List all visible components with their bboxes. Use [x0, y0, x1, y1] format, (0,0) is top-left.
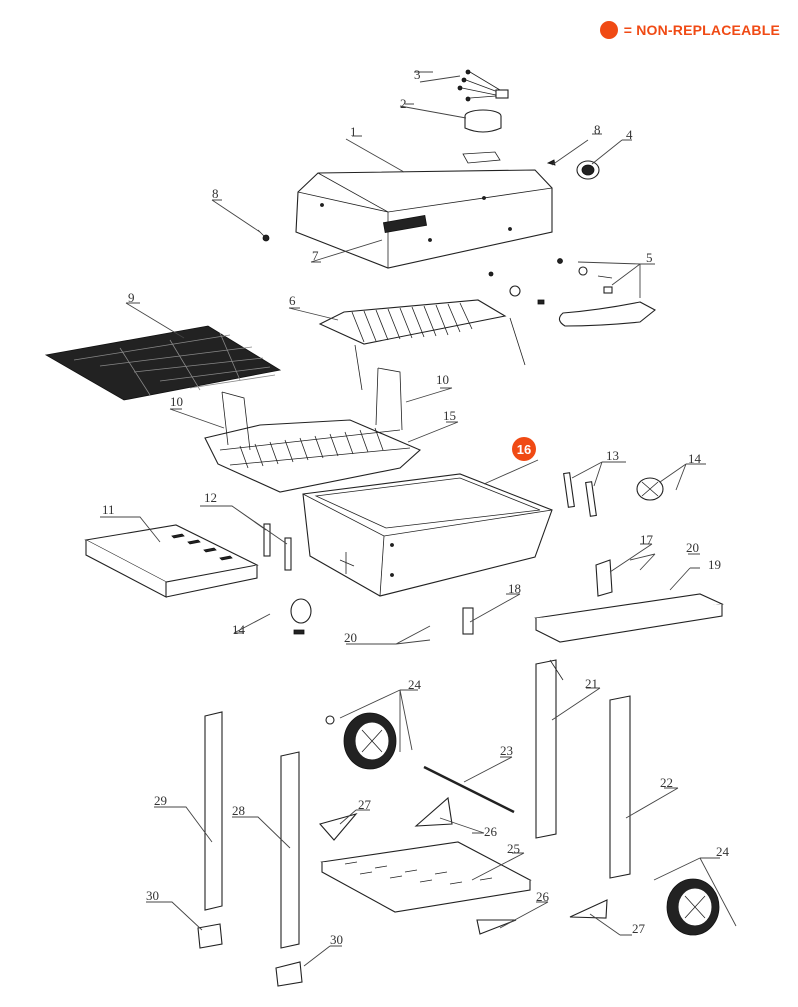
callout-28: 28	[232, 803, 245, 818]
callout-21: 21	[585, 676, 598, 691]
callout-26-top: 26	[484, 824, 498, 839]
legend: = NON-REPLACEABLE	[599, 21, 780, 39]
callout-23: 23	[500, 743, 513, 758]
callout-8-top: 8	[594, 122, 601, 137]
part-22-leg	[609, 695, 631, 879]
part-30-feet	[197, 923, 303, 987]
callout-9: 9	[128, 290, 135, 305]
part-9-cooking-grate	[44, 325, 282, 401]
callout-30-left: 30	[146, 888, 159, 903]
part-13-brackets	[563, 472, 597, 517]
callout-labels: 3 2 1 8 4 8 7 5 6 9 10 10 15 13 14 12 11…	[102, 67, 730, 947]
callout-17: 17	[640, 532, 654, 547]
callout-29: 29	[154, 793, 167, 808]
callout-27-top: 27	[358, 797, 372, 812]
callout-24-right: 24	[716, 844, 730, 859]
part-28-leg	[280, 751, 300, 949]
part-14-mounts	[290, 477, 664, 635]
part-21-leg	[535, 659, 564, 839]
part-15-fire-tray	[204, 367, 422, 493]
callout-2: 2	[400, 96, 407, 111]
callout-7: 7	[312, 248, 319, 263]
part-19-side-shelf-right	[534, 593, 724, 643]
part-29-leg	[204, 711, 223, 911]
non-replaceable-marker-icon	[512, 437, 536, 461]
callout-25: 25	[507, 841, 520, 856]
part-5-handle	[488, 258, 656, 327]
part-11-side-shelf-left	[84, 524, 259, 598]
callout-10-left: 10	[170, 394, 183, 409]
callout-18: 18	[508, 581, 521, 596]
callout-1: 1	[350, 124, 357, 139]
callout-20-left: 20	[344, 630, 357, 645]
callout-14-right: 14	[688, 451, 702, 466]
callout-24-top: 24	[408, 677, 422, 692]
leader-lines	[100, 71, 737, 967]
non-replaceable-dot-icon	[599, 21, 618, 39]
callout-16-non-replaceable: 16	[512, 437, 536, 461]
callout-6: 6	[289, 293, 296, 308]
part-12-brackets	[263, 523, 292, 571]
callout-14-left: 14	[232, 622, 246, 637]
part-24-wheels	[325, 712, 720, 936]
callout-19: 19	[708, 557, 721, 572]
callout-4: 4	[626, 127, 633, 142]
part-16-firebox	[302, 473, 553, 597]
part-2-vent	[464, 109, 502, 133]
callout-27-bottom: 27	[632, 921, 646, 936]
callout-13: 13	[606, 448, 619, 463]
part-18-bracket	[462, 607, 474, 635]
part-17-bracket	[595, 559, 613, 597]
callout-5: 5	[646, 250, 653, 265]
part-23-axle	[423, 765, 515, 814]
part-25-bottom-shelf	[320, 841, 532, 913]
part-3-wires	[457, 69, 509, 102]
callout-26-bottom: 26	[536, 889, 550, 904]
callout-16-label: 16	[517, 442, 531, 457]
callout-11: 11	[102, 502, 115, 517]
callout-8-left: 8	[212, 186, 219, 201]
callout-10-right: 10	[436, 372, 449, 387]
callout-3: 3	[414, 67, 421, 82]
callout-20-right: 20	[686, 540, 699, 555]
part-1-lid	[295, 151, 553, 269]
part-6-warming-rack	[318, 299, 526, 391]
callout-15: 15	[443, 408, 456, 423]
legend-label: = NON-REPLACEABLE	[623, 22, 780, 38]
part-4-knob	[576, 160, 600, 180]
callout-12: 12	[204, 490, 217, 505]
callout-22: 22	[660, 775, 673, 790]
callout-30-bottom: 30	[330, 932, 343, 947]
